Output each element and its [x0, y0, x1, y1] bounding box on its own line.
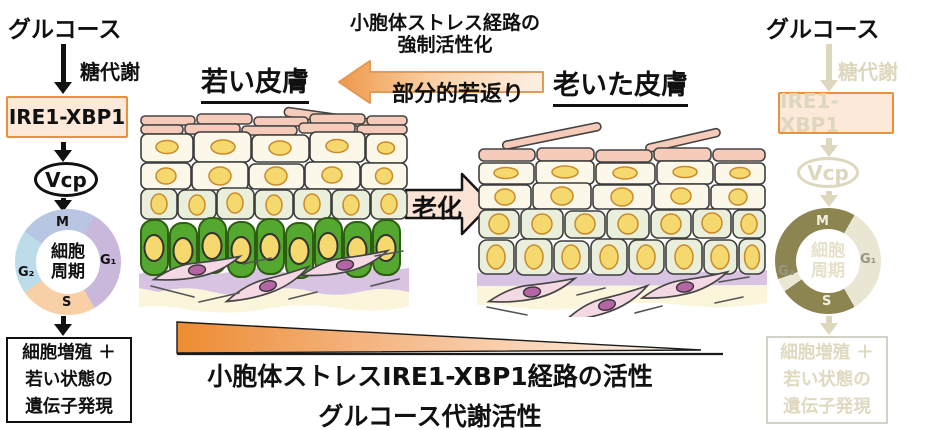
left-glucose-arrow: [54, 44, 72, 94]
right-phase-g1: G₁: [860, 252, 877, 267]
right-cell-cycle-ring: M G₁ G₂ S 細胞 周期: [775, 208, 881, 314]
right-ire1-xbp1-label: IRE1-XBP1: [780, 89, 840, 137]
activity-axis-text: 小胞体ストレスIRE1-XBP1経路の活性 グルコース代謝活性: [150, 357, 710, 430]
right-vcp-label: Vcp: [807, 160, 849, 185]
left-ire1-xbp1-label: IRE1-XBP1: [8, 105, 126, 129]
axis-line1: 小胞体ストレスIRE1-XBP1経路の活性: [207, 362, 653, 391]
old-lower-nuclei: [486, 212, 761, 270]
left-arrow-cycle-to-result: [54, 316, 72, 336]
er-stress-line1: 小胞体ストレス経路の: [349, 12, 540, 34]
arrow-stem: [60, 198, 66, 200]
old-skin-illustration: [477, 121, 767, 317]
arrow-stem: [60, 44, 66, 82]
er-stress-line2: 強制活性化: [397, 34, 493, 56]
result-line1: 細胞増殖 ＋: [22, 342, 116, 363]
left-cell-cycle-ring: M G₁ G₂ S 細胞 周期: [15, 209, 121, 315]
right-ire1-xbp1-box: IRE1-XBP1: [778, 89, 894, 137]
aging-arrow: [404, 172, 493, 236]
right-glucose-label: グルコース: [766, 17, 880, 43]
right-arrow-cycle-to-result: [820, 316, 838, 335]
old-skin-flakes: [501, 121, 721, 153]
right-metabolism-label: 糖代謝: [838, 60, 898, 84]
cell-cycle-line1: 細胞: [811, 241, 845, 261]
young-skin-title: 若い皮膚: [201, 60, 309, 104]
old-stratum-corneum: [478, 147, 766, 163]
left-vcp-oval: Vcp: [34, 162, 98, 197]
right-arrow-vcp-to-cycle: [820, 191, 838, 207]
right-phase-s: S: [822, 294, 832, 309]
right-vcp-oval: Vcp: [797, 157, 859, 188]
arrow-head: [820, 195, 838, 207]
arrow-stem: [60, 142, 66, 150]
old-skin-title: 老いた皮膚: [553, 63, 688, 107]
young-skin-illustration: [139, 106, 409, 313]
arrow-head: [54, 82, 72, 94]
right-phase-m: M: [816, 214, 829, 229]
left-cell-cycle-center: 細胞 周期: [36, 230, 100, 294]
result-line3: 遺伝子発現: [783, 396, 871, 417]
left-phase-g2: G₂: [18, 265, 35, 280]
arrow-stem: [826, 138, 832, 145]
arrow-stem: [826, 316, 832, 323]
right-phase-g2: G₂: [778, 264, 795, 279]
left-phase-m: M: [56, 215, 69, 230]
right-glucose-arrow: [820, 44, 838, 92]
left-phase-s: S: [62, 295, 72, 310]
cell-cycle-line2: 周期: [811, 261, 845, 281]
arrow-head: [54, 324, 72, 336]
arrow-head: [820, 80, 838, 92]
left-vcp-label: Vcp: [45, 167, 87, 192]
right-result-box: 細胞増殖 ＋ 若い状態の 遺伝子発現: [766, 336, 888, 424]
arrow-head: [54, 150, 72, 162]
arrow-stem: [826, 44, 832, 80]
arrow-head: [820, 145, 838, 157]
left-ire1-xbp1-box: IRE1-XBP1: [6, 96, 128, 138]
arrow-stem: [60, 316, 66, 324]
old-lower-epidermis: [478, 208, 766, 276]
left-arrow-box-to-vcp: [54, 142, 72, 162]
rejuvenation-arrow: [338, 60, 544, 104]
young-upper-nuclei: [155, 138, 396, 186]
result-line1: 細胞増殖 ＋: [780, 342, 874, 363]
aging-label: 老化: [411, 194, 462, 223]
young-collagen-lines: [150, 250, 404, 303]
young-spinous-nuclei: [150, 192, 398, 216]
result-line2: 若い状態の: [783, 369, 871, 390]
result-line2: 若い状態の: [25, 369, 113, 390]
right-arrow-box-to-vcp: [820, 138, 838, 157]
left-metabolism-label: 糖代謝: [80, 60, 140, 84]
axis-line2: グルコース代謝活性: [318, 402, 542, 430]
cell-cycle-line1: 細胞: [51, 242, 85, 262]
rejuvenation-label: 部分的若返り: [391, 82, 524, 107]
result-line3: 遺伝子発現: [25, 396, 113, 417]
old-collagen-lines: [486, 276, 750, 316]
old-upper-nuclei: [493, 165, 751, 207]
left-result-box: 細胞増殖 ＋ 若い状態の 遺伝子発現: [6, 337, 132, 423]
left-glucose-label: グルコース: [8, 17, 122, 43]
arrow-head: [820, 323, 838, 335]
right-cell-cycle-center: 細胞 周期: [796, 229, 860, 293]
cell-cycle-line2: 周期: [51, 262, 85, 282]
young-stratum-corneum: [140, 113, 408, 136]
arrow-stem: [826, 191, 832, 195]
left-phase-g1: G₁: [100, 253, 117, 268]
activity-gradient-wedge: [176, 321, 723, 356]
er-stress-header: 小胞体ストレス経路の 強制活性化: [325, 12, 565, 56]
